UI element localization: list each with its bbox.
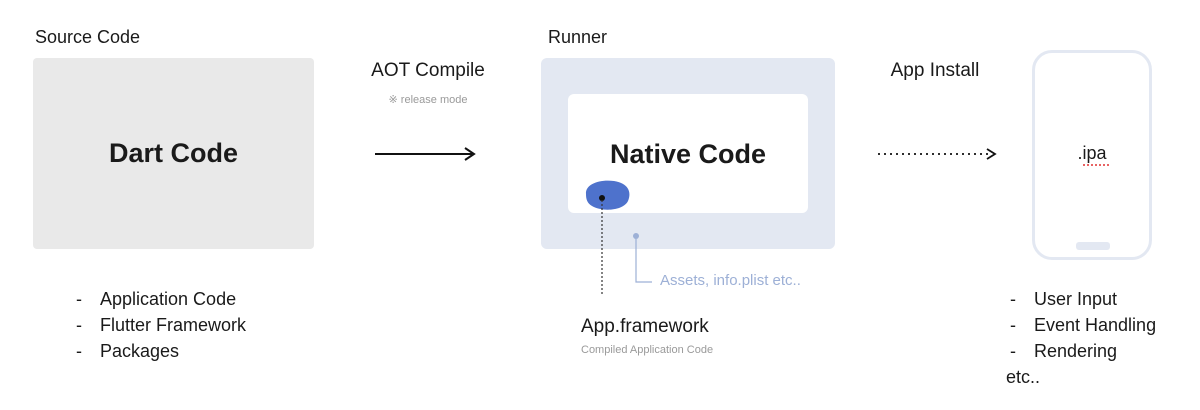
compile-arrow-icon — [375, 147, 476, 161]
framework-blob-icon — [585, 180, 630, 210]
source-contents-list: -Application Code -Flutter Framework -Pa… — [76, 286, 246, 364]
ipa-label: .ipa — [1077, 143, 1107, 163]
list-item: -Application Code — [76, 289, 237, 309]
runtime-list-etc: etc.. — [1006, 367, 1041, 387]
spellcheck-underline — [1083, 164, 1109, 166]
app-framework-label: App.framework — [581, 316, 709, 337]
runner-heading: Runner — [548, 27, 608, 47]
phone-home-bar — [1076, 242, 1110, 250]
runtime-list: -User Input -Event Handling -Rendering — [1010, 286, 1156, 364]
phone-icon — [1032, 50, 1152, 260]
source-code-heading: Source Code — [35, 27, 141, 47]
dart-code-box: Dart Code — [33, 58, 314, 249]
native-code-title: Native Code — [609, 139, 767, 169]
list-item: -User Input — [1010, 289, 1118, 309]
list-item: -Event Handling — [1010, 315, 1157, 335]
app-install-label: App Install — [890, 60, 980, 81]
release-mode-note: ※ release mode — [388, 94, 468, 106]
assets-pointer-line — [633, 233, 652, 283]
assets-label: Assets, info.plist etc.. — [660, 272, 801, 289]
compiled-app-code-note: Compiled Application Code — [581, 344, 714, 356]
list-item: -Flutter Framework — [76, 315, 247, 335]
aot-compile-label: AOT Compile — [371, 60, 485, 81]
list-item: -Rendering — [1010, 341, 1118, 361]
framework-pointer-line — [601, 200, 603, 296]
dart-code-title: Dart Code — [108, 138, 238, 168]
install-arrow-icon — [878, 148, 997, 160]
list-item: -Packages — [76, 341, 180, 361]
